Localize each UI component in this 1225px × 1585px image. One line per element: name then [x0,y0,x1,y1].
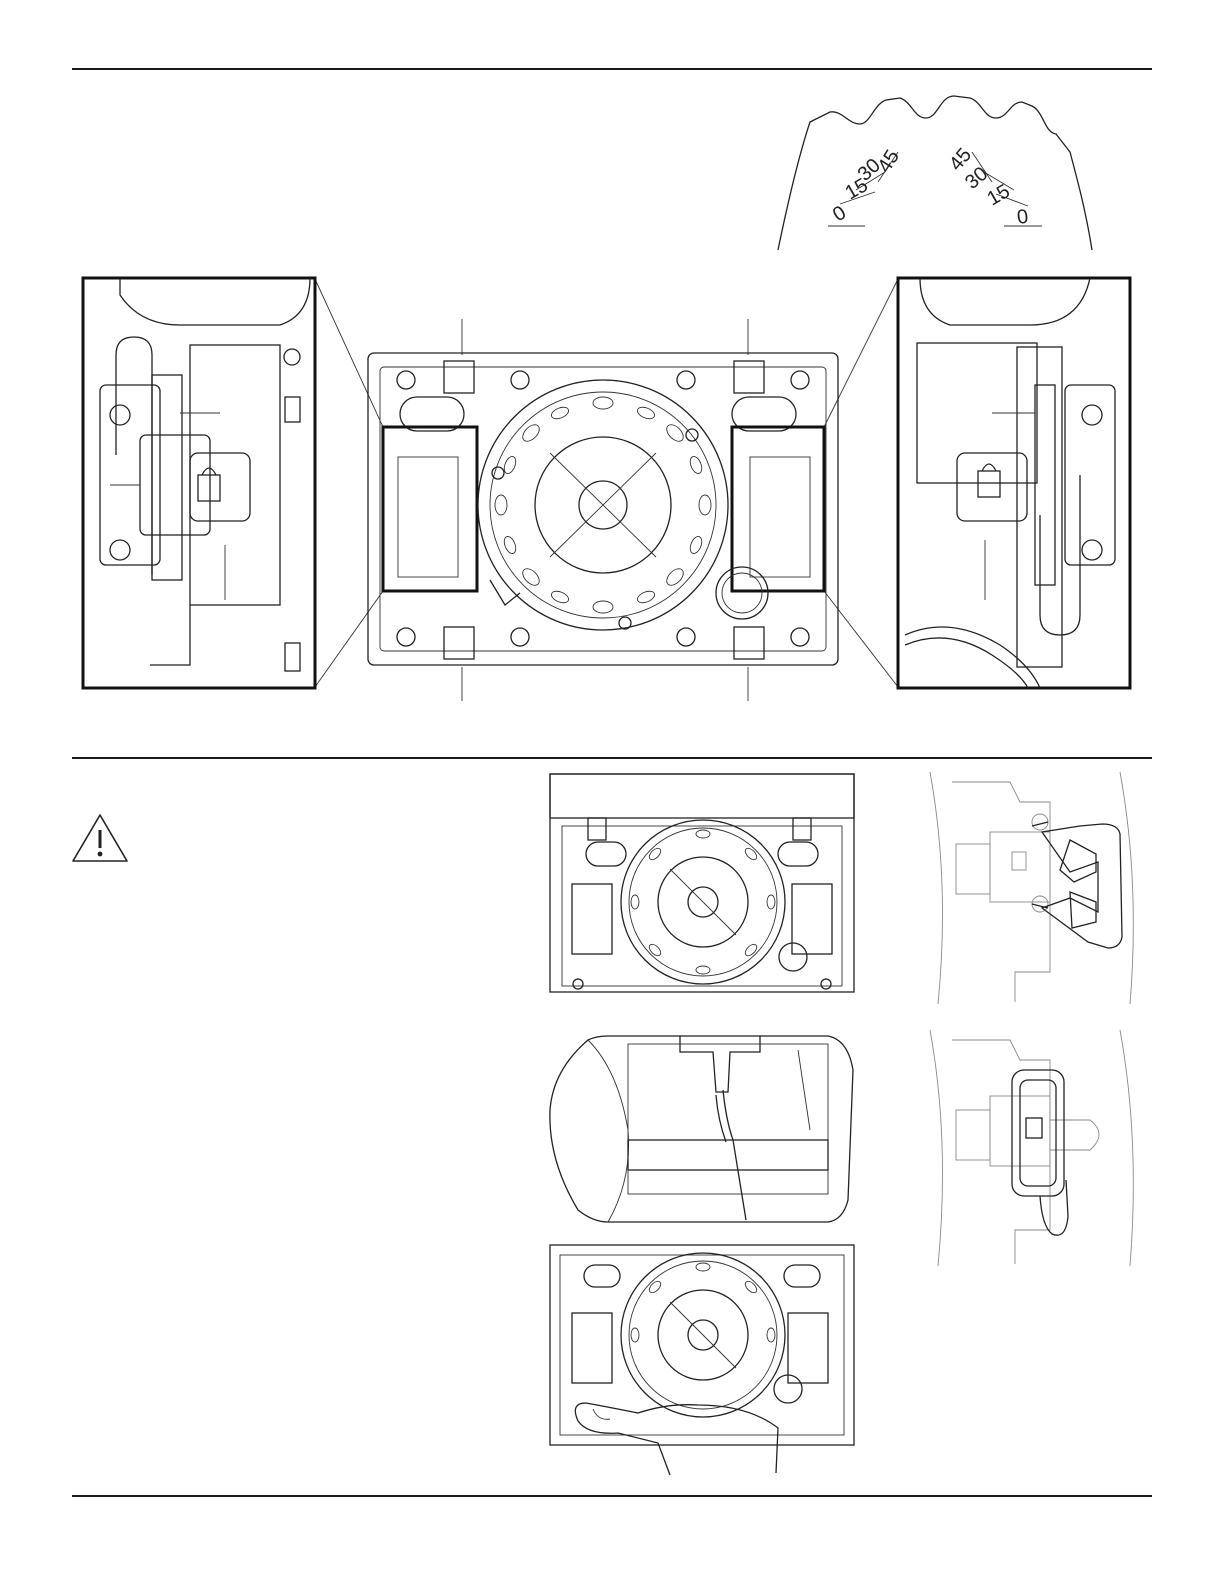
top-rule [72,68,1152,70]
left-latch-inset [83,278,315,688]
middle-rule [72,757,1152,759]
step2-speaker-side-view [548,1030,858,1226]
detail-clip-installed [920,1030,1142,1266]
angle-label: 0 [829,202,850,227]
step1-speaker-housing [548,772,858,994]
angle-dial: 0 15 30 45 45 30 15 0 [770,82,1100,252]
detail-clip-insert [920,772,1142,1004]
bottom-rule [72,1495,1152,1497]
right-latch-inset [898,278,1130,688]
step3-speaker-hand [548,1243,858,1475]
angle-label: 0 [1016,206,1030,229]
speaker-rear-diagram [80,275,1140,715]
speaker-rear-view [368,353,838,665]
angle-label: 15 [984,180,1014,210]
warning-triangle-icon [70,812,130,864]
